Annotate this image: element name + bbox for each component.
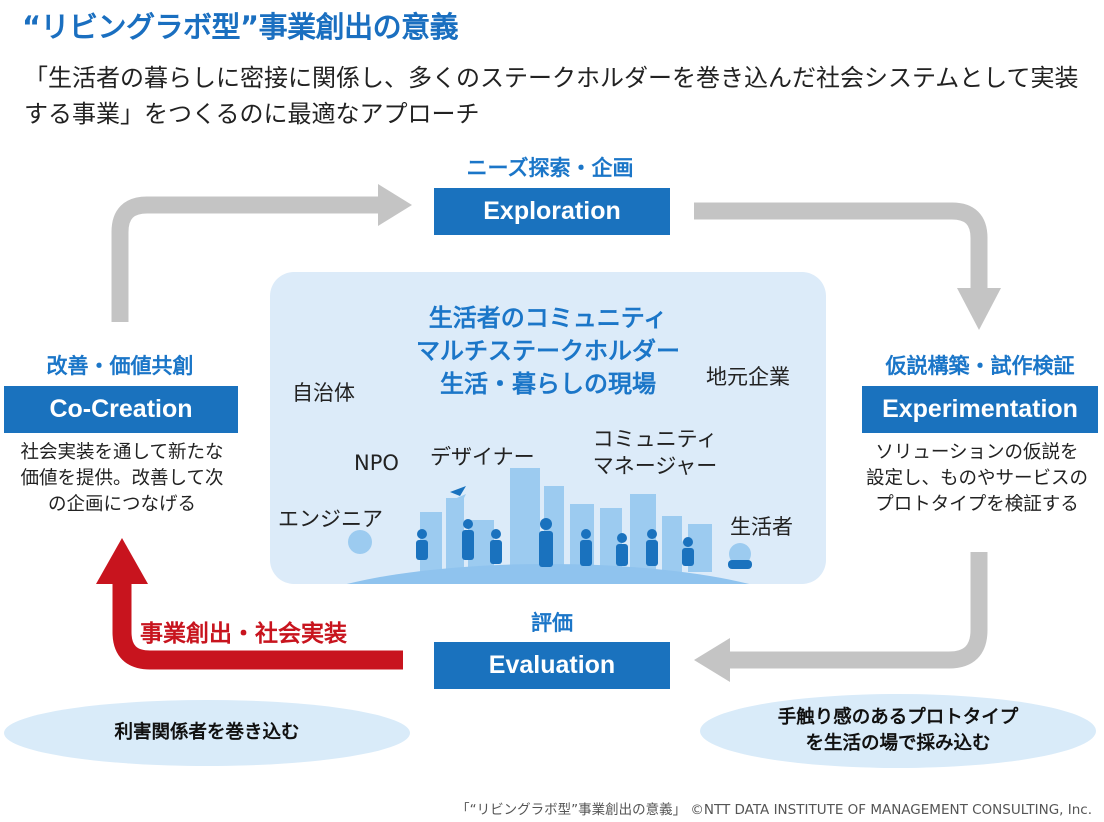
stakeholder-local-company: 地元企業 bbox=[706, 365, 790, 389]
ellipse-involve-stakeholders: 利害関係者を巻き込む bbox=[4, 700, 410, 766]
footer-copyright: 「“リビングラボ型”事業創出の意義」 ©NTT DATA INSTITUTE O… bbox=[456, 802, 1092, 818]
arrow-evaluation-to-cocreation bbox=[112, 580, 403, 670]
stakeholder-designer: デザイナー bbox=[430, 445, 535, 469]
experimentation-label: 仮説構築・試作検証 bbox=[885, 354, 1075, 378]
ellipse-tangible-prototype: 手触り感のあるプロトタイプ を生活の場で採み込む bbox=[700, 694, 1096, 768]
cocreation-box: Co-Creation bbox=[4, 386, 238, 433]
center-title-field: 生活・暮らしの現場 bbox=[440, 370, 656, 398]
arrow-head-cocreation bbox=[96, 538, 148, 584]
experimentation-box: Experimentation bbox=[862, 386, 1098, 433]
arrow-cocreation-to-exploration bbox=[111, 196, 380, 322]
exploration-box: Exploration bbox=[434, 188, 670, 235]
red-arrow-label: 事業創出・社会実装 bbox=[140, 621, 347, 647]
exploration-label: ニーズ探索・企画 bbox=[466, 156, 634, 180]
page-subtitle: 「生活者の暮らしに密接に関係し、多くのステークホルダーを巻き込んだ社会システムと… bbox=[24, 64, 1079, 128]
center-title-multistakeholder: マルチステークホルダー bbox=[416, 337, 680, 365]
arrow-head-exploration bbox=[378, 184, 412, 226]
cocreation-label: 改善・価値共創 bbox=[46, 354, 194, 378]
arrow-head-experimentation bbox=[957, 288, 1001, 330]
experimentation-description: ソリューションの仮説を 設定し、ものやサービスの プロトタイプを検証する bbox=[865, 442, 1088, 515]
stakeholder-engineer: エンジニア bbox=[278, 507, 383, 531]
stakeholder-local-government: 自治体 bbox=[292, 381, 355, 405]
arrow-head-evaluation bbox=[694, 638, 730, 682]
stakeholder-community-manager: コミュニティ マネージャー bbox=[592, 427, 718, 478]
city-illustration-icon bbox=[346, 468, 752, 584]
center-panel: 生活者のコミュニティ マルチステークホルダー 生活・暮らしの現場 自治体 地元企… bbox=[270, 272, 826, 584]
evaluation-label: 評価 bbox=[531, 611, 573, 635]
stakeholder-citizen: 生活者 bbox=[730, 515, 793, 539]
stakeholder-npo: NPO bbox=[354, 451, 399, 475]
arrow-experimentation-to-evaluation bbox=[728, 552, 988, 669]
cocreation-description: 社会実装を通して新たな 価値を提供。改善して次 の企画につなげる bbox=[20, 442, 224, 515]
center-title-community: 生活者のコミュニティ bbox=[428, 304, 668, 332]
evaluation-box: Evaluation bbox=[434, 642, 670, 689]
arrow-exploration-to-experimentation bbox=[694, 202, 988, 290]
page-title: “リビングラボ型”事業創出の意義 bbox=[22, 10, 459, 44]
